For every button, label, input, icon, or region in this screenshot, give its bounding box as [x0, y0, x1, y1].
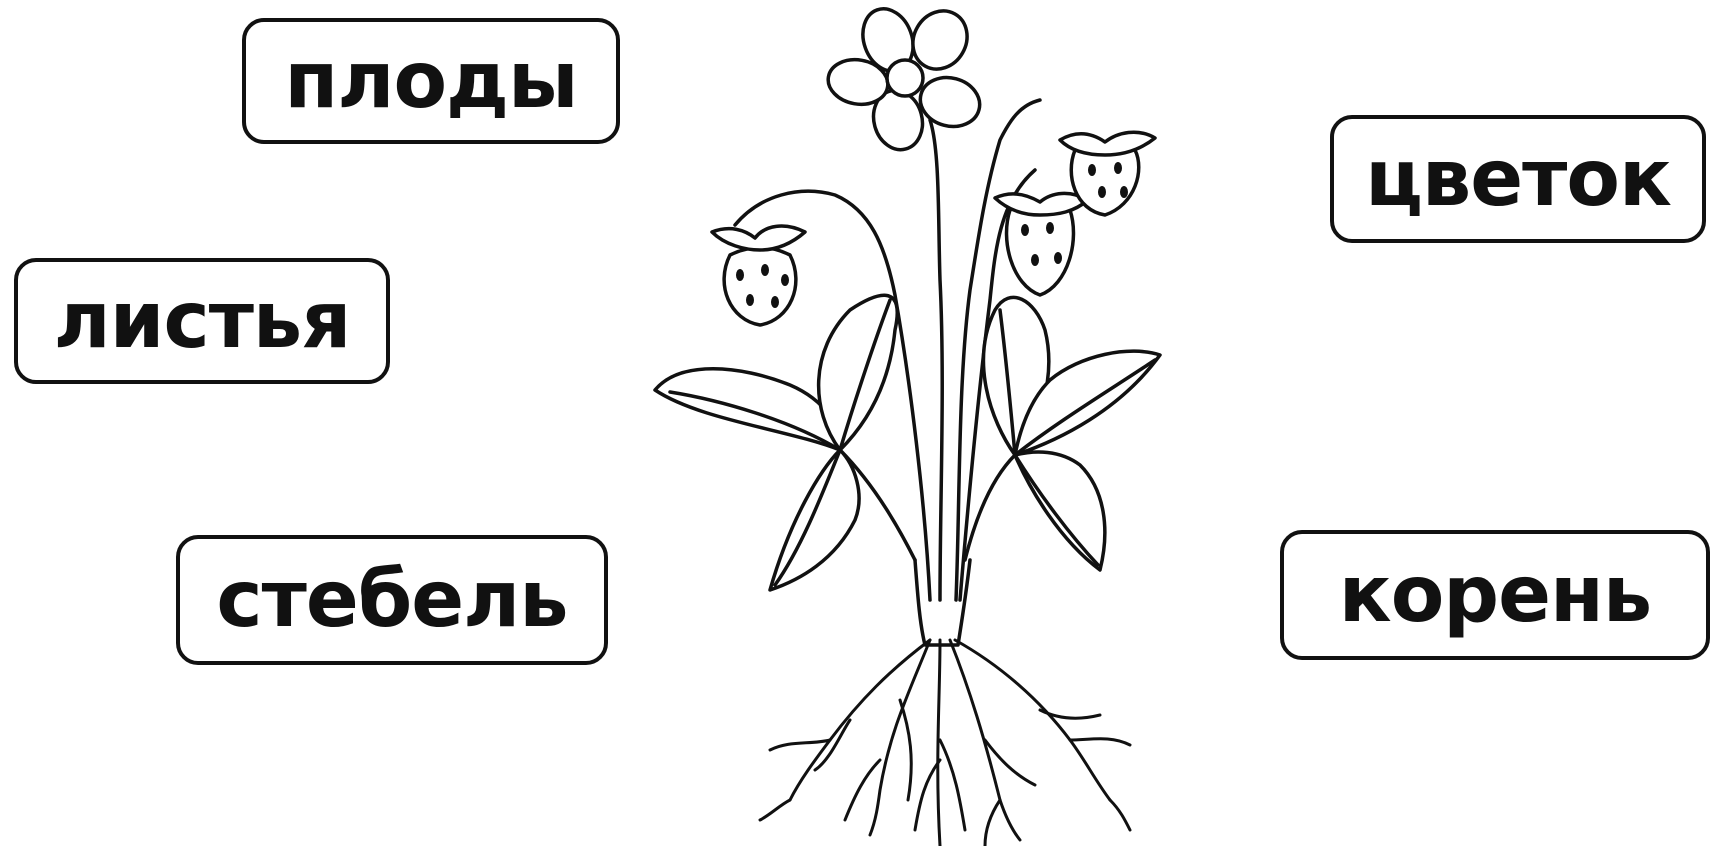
strawberry-middle-icon — [995, 193, 1088, 295]
label-stem[interactable]: стебель — [176, 535, 608, 665]
strawberry-plant-icon — [640, 0, 1180, 846]
label-leaves-text: листья — [54, 282, 351, 360]
leaves-left-icon — [655, 295, 897, 590]
leaves-right-icon — [984, 297, 1160, 570]
label-flower[interactable]: цветок — [1330, 115, 1706, 243]
label-flower-text: цветок — [1365, 140, 1671, 218]
label-leaves[interactable]: листья — [14, 258, 390, 384]
label-root[interactable]: корень — [1280, 530, 1710, 660]
label-fruits[interactable]: плоды — [242, 18, 620, 144]
strawberry-left-icon — [712, 226, 805, 325]
label-root-text: корень — [1339, 556, 1651, 634]
plant-roots — [760, 640, 1130, 846]
label-fruits-text: плоды — [284, 42, 577, 120]
label-stem-text: стебель — [216, 561, 567, 639]
flower-icon — [825, 1, 986, 155]
